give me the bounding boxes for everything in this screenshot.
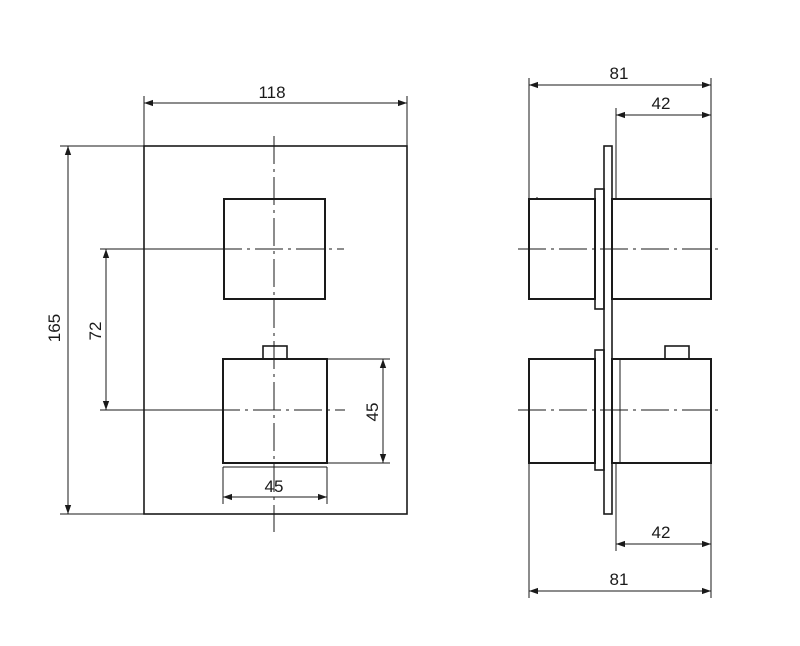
front-view: 118 165 72 45 45: [45, 83, 408, 532]
dimension-knob-spacing: 72: [86, 248, 214, 411]
dimension-height: 165: [45, 145, 144, 515]
dimension-side-top-knob-depth: 42: [615, 94, 711, 199]
dimension-side-bottom-depth-label: 81: [610, 570, 629, 589]
dimension-side-top-depth-label: 81: [610, 64, 629, 83]
lower-knob: [222, 358, 328, 464]
dimension-side-bottom-knob-depth: 42: [615, 463, 712, 551]
dimension-knob-height: 45: [327, 358, 390, 464]
side-lower-knob: [611, 358, 712, 464]
dimension-side-top-depth: 81: [528, 64, 712, 199]
dimension-side-bottom-knob-depth-label: 42: [652, 523, 671, 542]
dimension-knob-spacing-label: 72: [86, 322, 105, 341]
lower-knob-stop-pin: [262, 345, 288, 360]
side-lower-stop-pin: [664, 345, 690, 360]
dimension-knob-width-label: 45: [265, 477, 284, 496]
side-wall-plate: [603, 145, 613, 515]
dimension-side-top-knob-depth-label: 42: [652, 94, 671, 113]
dimension-side-bottom-depth: 81: [528, 463, 712, 598]
dimension-knob-height-label: 45: [363, 403, 382, 422]
side-lower-rear-body: [528, 358, 596, 464]
side-view: 81 42 42 81: [518, 64, 722, 598]
dimension-width-label: 118: [258, 83, 285, 102]
dimension-knob-width: 45: [222, 467, 328, 504]
front-plate: [143, 145, 408, 515]
dimension-height-label: 165: [45, 314, 64, 342]
dimension-width: 118: [143, 83, 408, 146]
